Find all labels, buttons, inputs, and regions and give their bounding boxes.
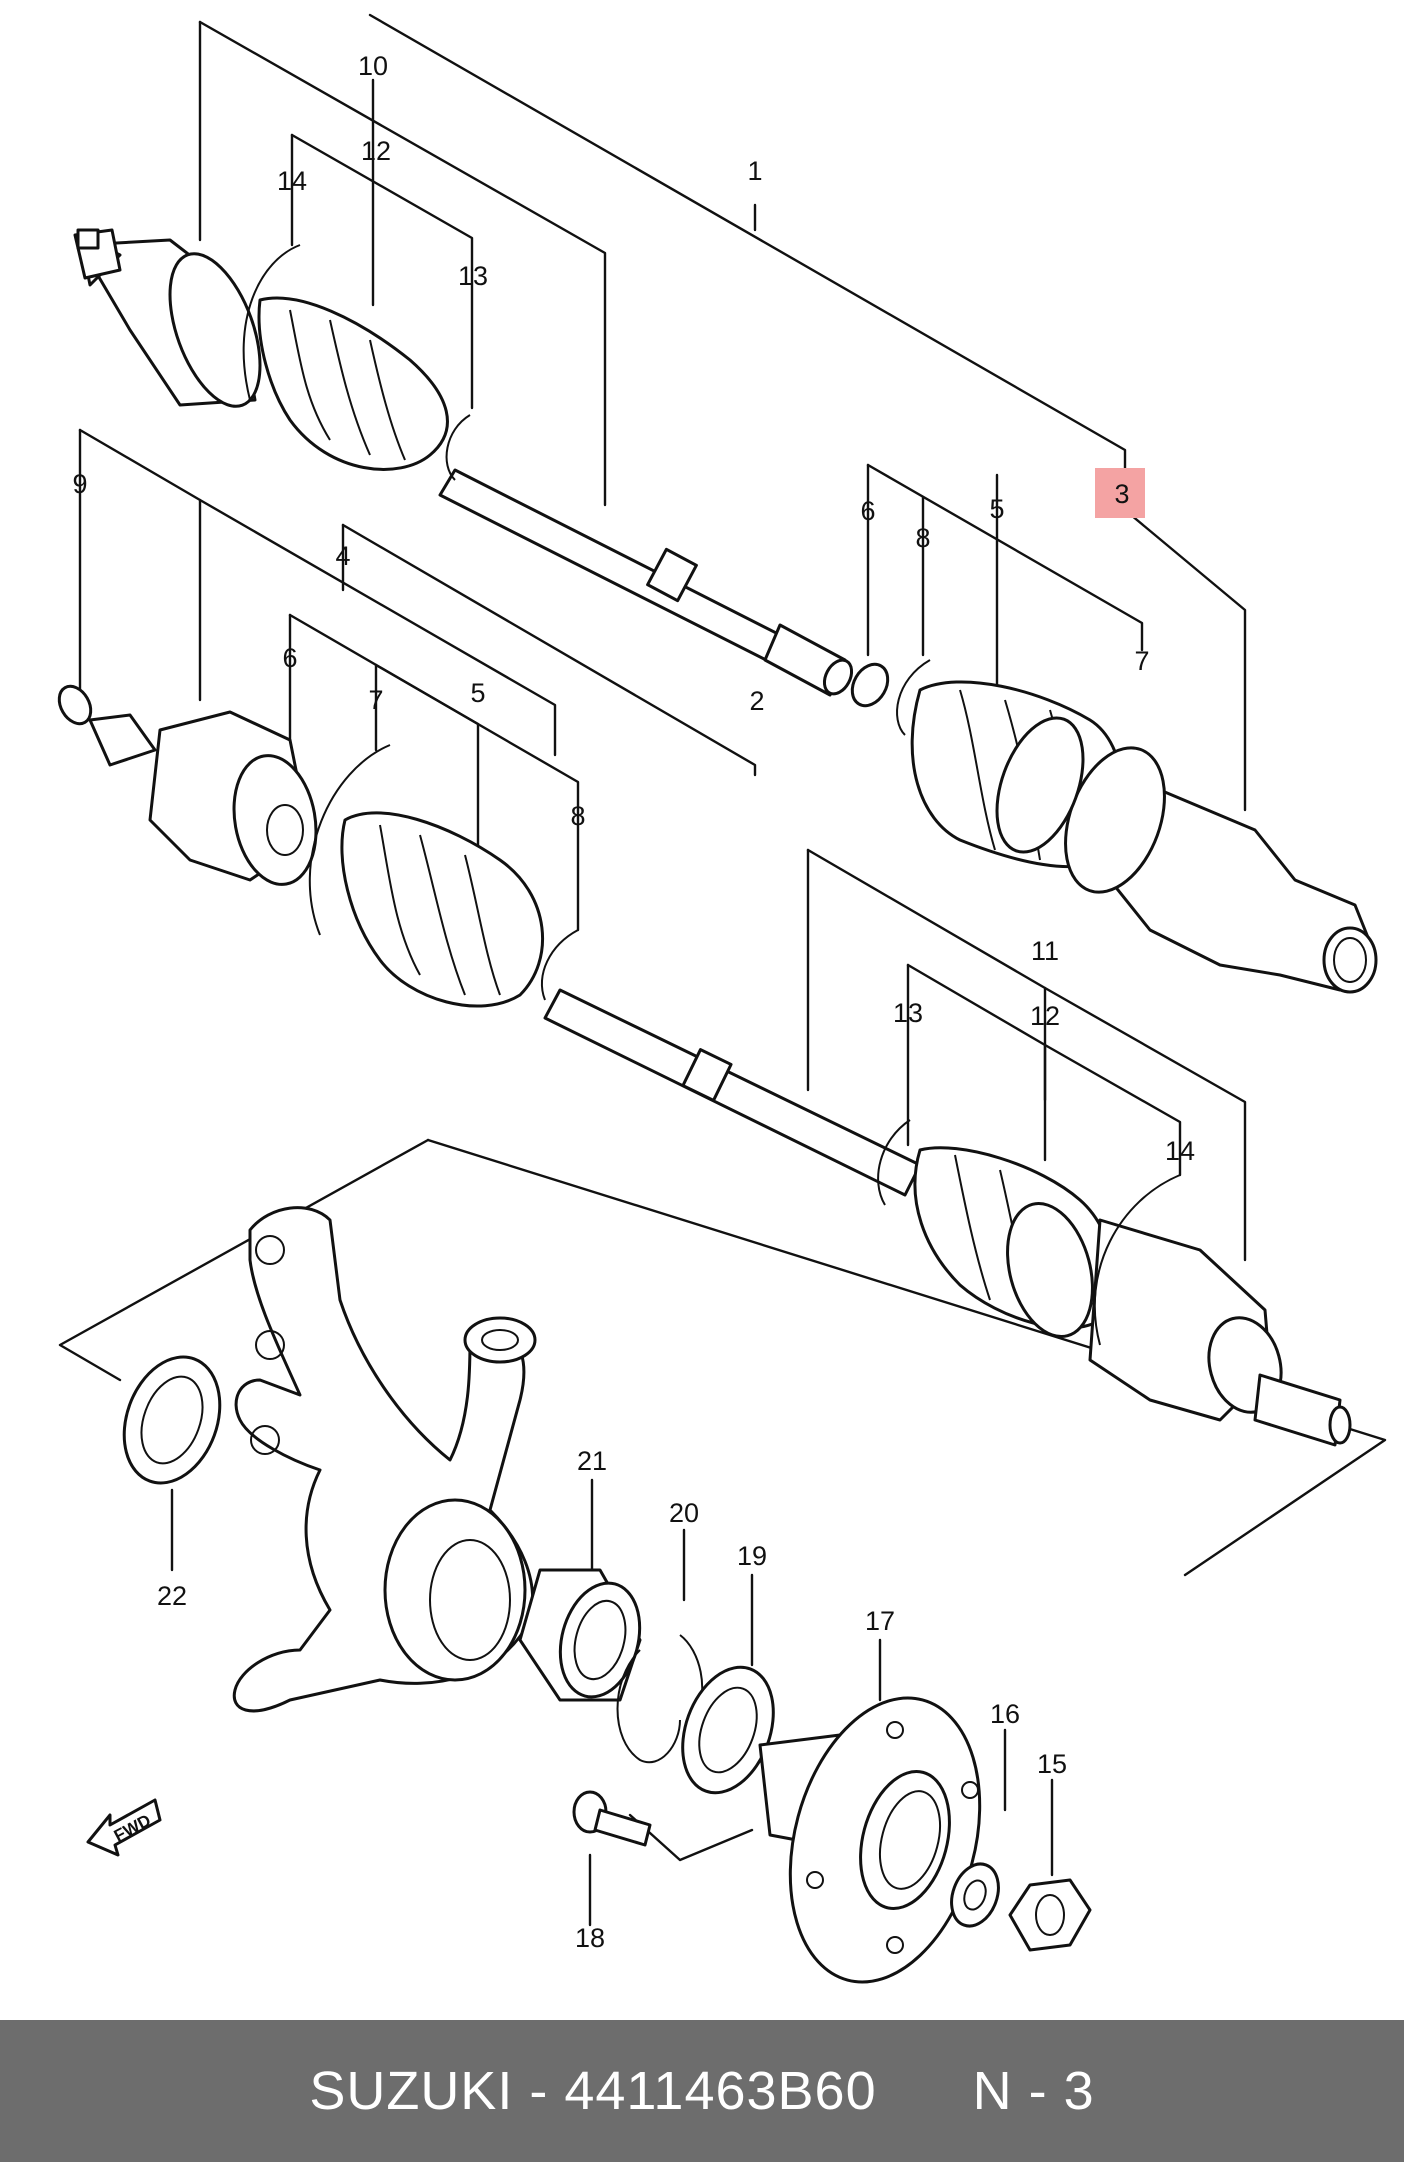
callout-7: 7 — [368, 685, 383, 715]
leader-lines — [58, 13, 1387, 1927]
callout-8: 8 — [570, 801, 585, 831]
callout-12: 12 — [1030, 1001, 1060, 1031]
exploded-parts-diagram: FWD 10 12 14 13 1 3 9 6 8 5 7 4 6 7 5 8 … — [57, 13, 1387, 1984]
callout-8: 8 — [915, 523, 930, 553]
callout-16: 16 — [990, 1699, 1020, 1729]
callout-20: 20 — [669, 1498, 699, 1528]
washer — [950, 1862, 1000, 1928]
callout-2: 2 — [749, 686, 764, 716]
highlight-box — [1095, 468, 1145, 518]
outer-joint-assembly — [850, 659, 1378, 994]
part-number-caption: SUZUKI - 4411463B60 — [309, 2061, 877, 2121]
callout-14: 14 — [277, 166, 307, 196]
oil-seal — [122, 1355, 222, 1485]
wheel-hub — [758, 1696, 982, 1984]
callout-5: 5 — [470, 678, 485, 708]
fwd-arrow-icon: FWD — [86, 1798, 162, 1857]
callout-19: 19 — [737, 1541, 767, 1571]
callout-7: 7 — [1134, 646, 1149, 676]
callout-13: 13 — [458, 261, 488, 291]
hub-nut — [1008, 1878, 1092, 1952]
callout-17: 17 — [865, 1606, 895, 1636]
steering-knuckle — [232, 1206, 537, 1713]
callout-15: 15 — [1037, 1749, 1067, 1779]
callout-4: 4 — [335, 541, 350, 571]
wheel-bolt — [572, 1790, 652, 1847]
callout-21: 21 — [577, 1446, 607, 1476]
callout-labels: 10 12 14 13 1 3 9 6 8 5 7 4 6 7 5 8 2 11… — [72, 51, 1195, 1953]
callout-9: 9 — [72, 469, 87, 499]
callout-6: 6 — [282, 643, 297, 673]
callout-3: 3 — [1114, 479, 1129, 509]
callout-10: 10 — [358, 51, 388, 81]
wheel-bearing — [518, 1568, 642, 1702]
callout-13: 13 — [893, 998, 923, 1028]
spacer — [877, 2060, 973, 2122]
callout-11: 11 — [1031, 936, 1059, 966]
callout-22: 22 — [157, 1581, 187, 1611]
diagram-reference-caption: N - 3 — [972, 2061, 1095, 2121]
callout-18: 18 — [575, 1923, 605, 1953]
driveshaft-assembly-lower — [57, 684, 1352, 1447]
callout-1: 1 — [747, 156, 762, 186]
driveshaft-assembly-upper — [73, 228, 854, 697]
callout-5: 5 — [989, 494, 1004, 524]
caption-bar: SUZUKI - 4411463B60 N - 3 — [0, 2020, 1404, 2162]
callout-12: 12 — [361, 136, 391, 166]
callout-6: 6 — [860, 496, 875, 526]
callout-14: 14 — [1165, 1136, 1195, 1166]
